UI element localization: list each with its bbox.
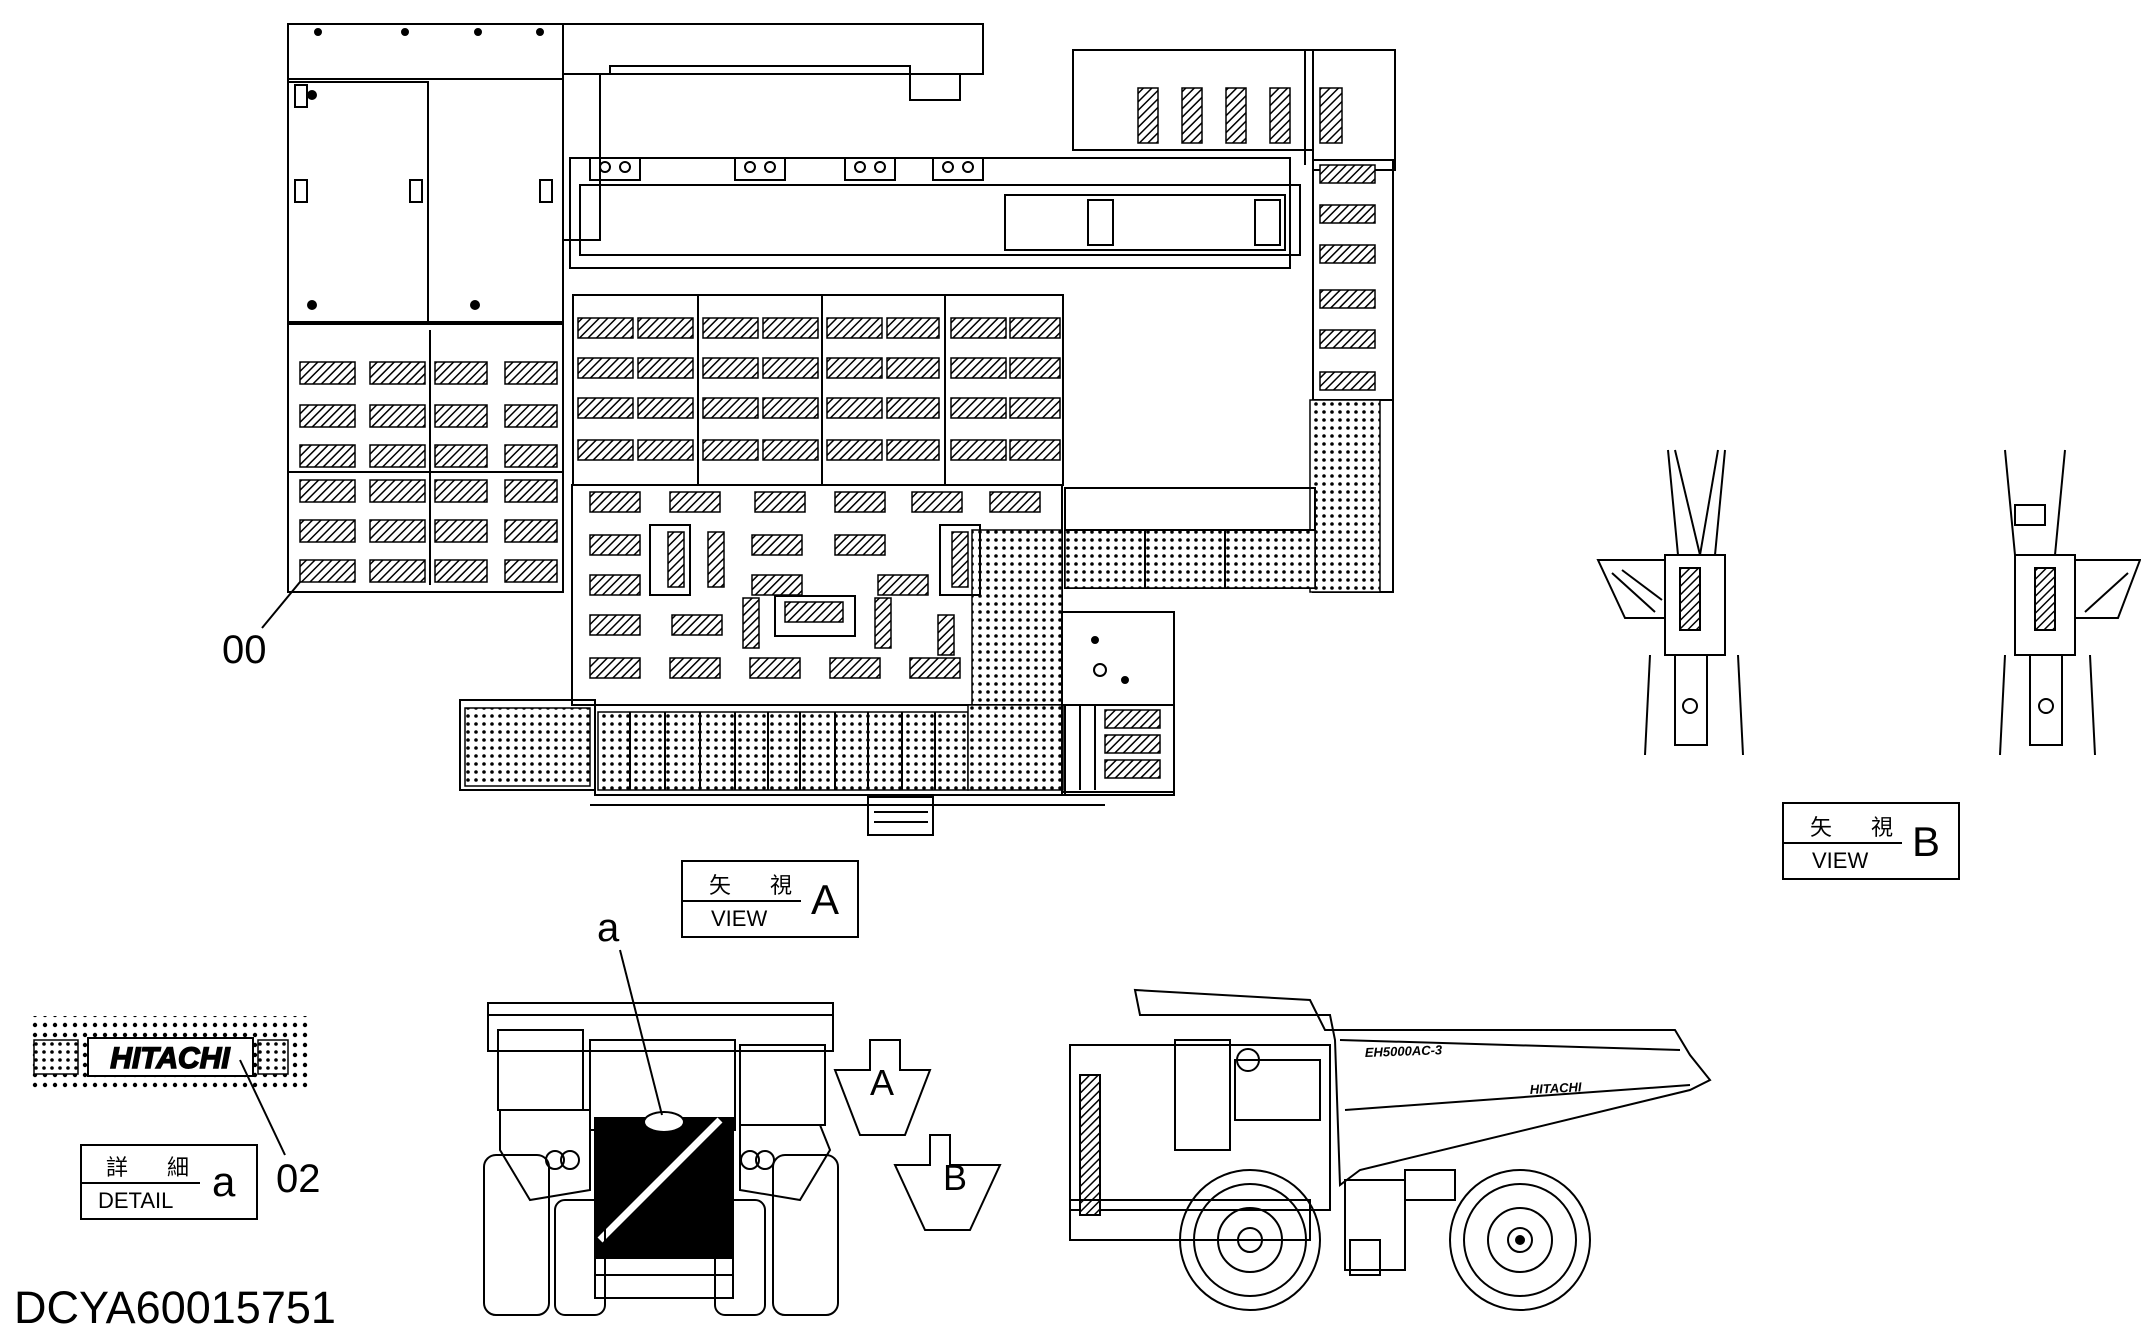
view-b-word: VIEW (1812, 848, 1869, 873)
leader-a (619, 949, 663, 1116)
view-arrow-a-label: A (870, 1062, 894, 1103)
top-view-plan (287, 23, 1396, 836)
detail-a-word: DETAIL (98, 1188, 174, 1213)
view-a-elevation (1596, 449, 1744, 756)
view-a-kanji: 矢 視 (709, 874, 808, 899)
view-arrow-b-label: B (943, 1157, 967, 1198)
truck-front-view (483, 1002, 839, 1316)
callout-item-02: 02 (276, 1157, 321, 1201)
callout-detail-ref-a: a (597, 906, 620, 950)
view-arrow-b (893, 1134, 1002, 1231)
detail-a-kanji: 詳 細 (106, 1156, 205, 1181)
drawing-number: DCYA60015751 (14, 1282, 336, 1333)
truck-side-view (1069, 988, 1712, 1311)
view-a-label-box: 矢 視 VIEW A (681, 860, 859, 938)
truck-brand-badge: HITACHI (1529, 1079, 1582, 1097)
leader-00 (261, 581, 301, 629)
detail-a-rule (82, 1182, 200, 1184)
truck-model-badge: EH5000AC-3 (1365, 1042, 1444, 1060)
detail-a-letter: a (212, 1158, 236, 1205)
view-a-word: VIEW (711, 906, 768, 931)
callout-item-00: 00 (222, 628, 267, 672)
view-a-rule (683, 900, 801, 902)
view-a-letter: A (811, 876, 840, 923)
view-b-elevation (1999, 449, 2141, 756)
decal-brand-text: HITACHI (110, 1042, 230, 1075)
decal-panels (299, 87, 1376, 779)
view-arrow-a (833, 1039, 932, 1136)
hitachi-decal-detail: HITACHI (30, 1016, 312, 1156)
view-b-letter: B (1912, 818, 1941, 865)
view-b-label-box: 矢 視 VIEW B (1782, 802, 1960, 880)
view-b-kanji: 矢 視 (1810, 816, 1909, 841)
view-b-rule (1784, 842, 1902, 844)
detail-a-label-box: 詳 細 DETAIL a (80, 1144, 258, 1220)
